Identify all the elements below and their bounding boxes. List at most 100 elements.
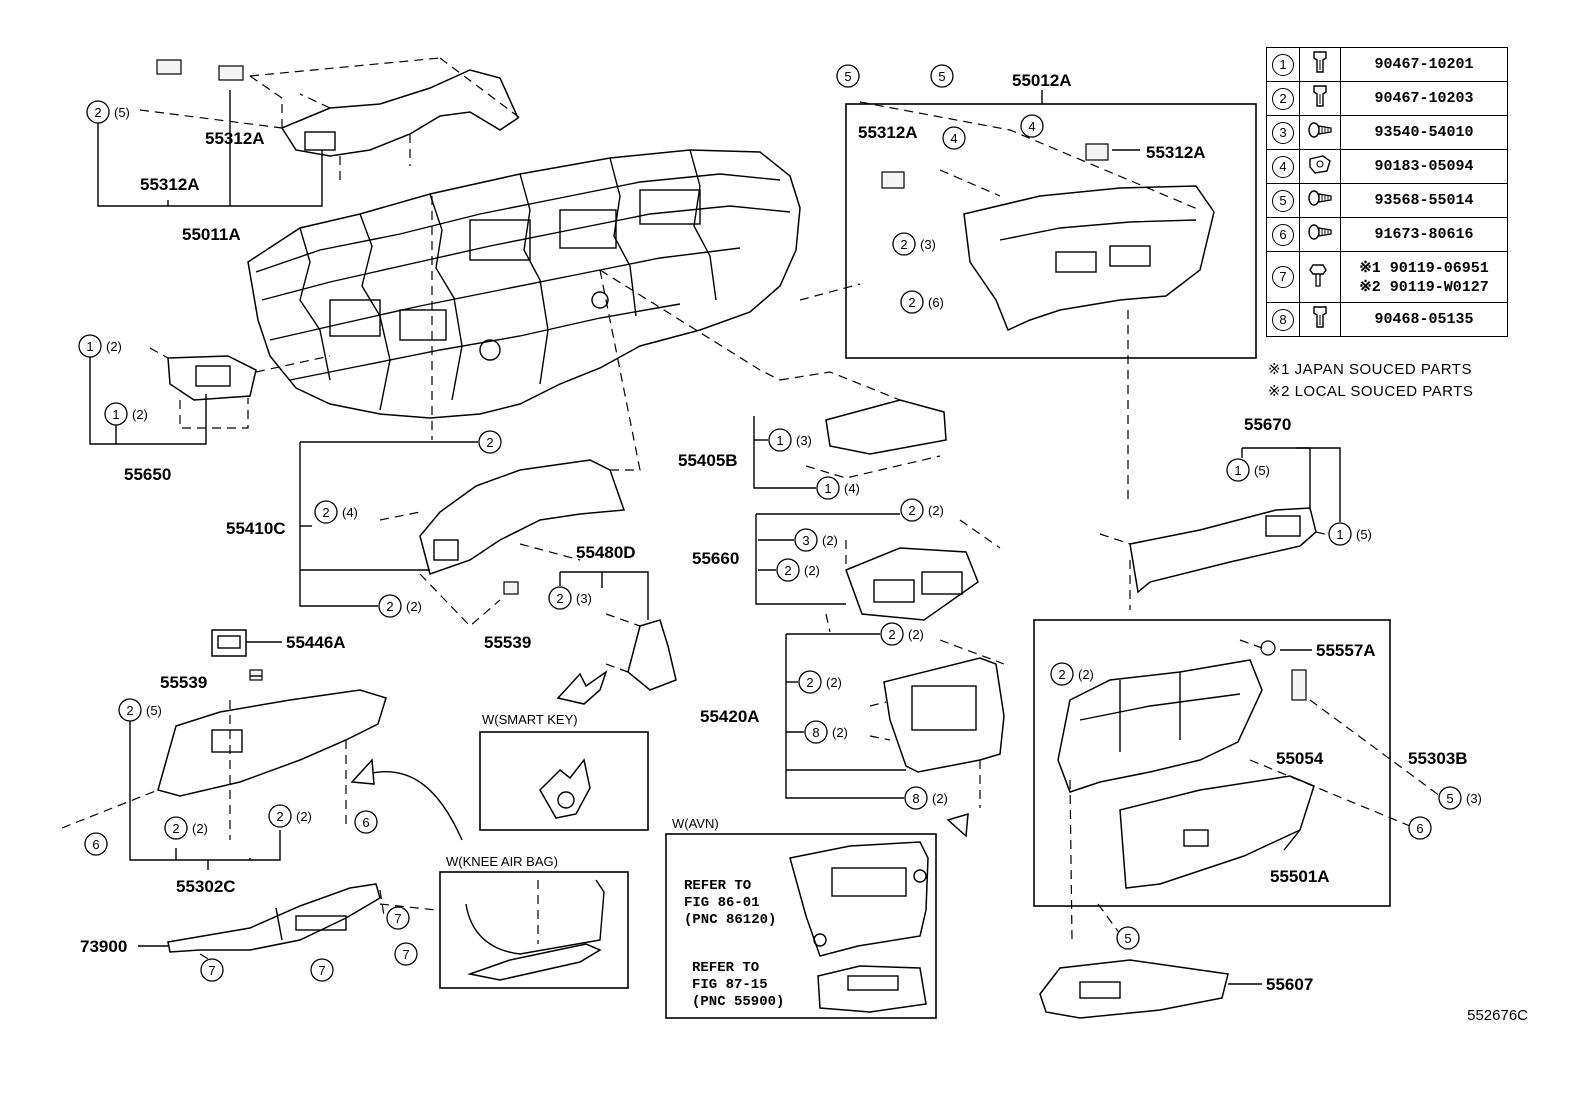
- callout: 8(2): [904, 786, 948, 810]
- svg-text:(2): (2): [106, 339, 122, 354]
- note-japan-sourced: ※1 JAPAN SOUCED PARTS: [1268, 361, 1472, 378]
- svg-text:7: 7: [394, 911, 401, 926]
- svg-text:7: 7: [402, 947, 409, 962]
- legend-part-number: 91673-80616: [1374, 226, 1474, 243]
- callout: 2(3): [892, 232, 936, 256]
- clip-55312A-right: [1085, 143, 1109, 161]
- callout: 5: [930, 64, 954, 88]
- note-local-sourced: ※2 LOCAL SOUCED PARTS: [1268, 383, 1474, 400]
- side-vent-55650: [167, 355, 257, 429]
- label-55557A: 55557A: [1316, 641, 1376, 660]
- bracket-55480D: [556, 613, 677, 705]
- reference-fig-86-01: REFER TO FIG 86-01 (PNC 86120): [684, 878, 777, 928]
- legend-number: 6: [1272, 223, 1294, 246]
- label-55539-b: 55539: [160, 673, 207, 692]
- svg-text:8: 8: [812, 725, 819, 740]
- svg-text:2: 2: [386, 599, 393, 614]
- callout: 6: [84, 832, 108, 856]
- svg-text:(2): (2): [192, 821, 208, 836]
- label-55660: 55660: [692, 549, 739, 568]
- label-55446A: 55446A: [286, 633, 346, 652]
- callout: 6: [1408, 816, 1432, 840]
- svg-text:(5): (5): [1254, 463, 1270, 478]
- center-panel-55420A: [883, 657, 1005, 838]
- svg-text:1: 1: [112, 407, 119, 422]
- svg-text:2: 2: [486, 435, 493, 450]
- label-55302C: 55302C: [176, 877, 236, 896]
- svg-text:(2): (2): [804, 563, 820, 578]
- glove-box-55303B: [1057, 640, 1307, 793]
- callout: 2(2): [776, 558, 820, 582]
- legend-number: 5: [1272, 189, 1294, 212]
- svg-text:(2): (2): [932, 791, 948, 806]
- label-55539-a: 55539: [484, 633, 531, 652]
- under-cover-55607: [1039, 959, 1229, 1019]
- callout: 5: [1116, 926, 1140, 950]
- callout: 4: [1020, 114, 1044, 138]
- stopper-55557A: [1260, 640, 1276, 656]
- label-55480D: 55480D: [576, 543, 636, 562]
- label-55312A-a: 55312A: [205, 129, 265, 148]
- svg-text:1: 1: [776, 433, 783, 448]
- label-55650: 55650: [124, 465, 171, 484]
- legend-number: 3: [1272, 121, 1294, 144]
- nut-icon: [1307, 155, 1333, 180]
- svg-text:5: 5: [1446, 791, 1453, 806]
- legend-row: 6 91673-80616: [1266, 217, 1508, 252]
- label-55303B: 55303B: [1408, 749, 1468, 768]
- legend-part-number: 90468-05135: [1374, 311, 1474, 328]
- callout: 7: [310, 958, 334, 982]
- clip-55539-lower: [249, 669, 263, 681]
- svg-text:1: 1: [1234, 463, 1241, 478]
- svg-text:6: 6: [1416, 821, 1423, 836]
- svg-text:(2): (2): [826, 675, 842, 690]
- knee-airbag-73900: [167, 883, 381, 953]
- legend-part-number: 90467-10203: [1374, 90, 1474, 107]
- legend-number: 8: [1272, 308, 1294, 331]
- svg-text:(2): (2): [1078, 667, 1094, 682]
- callout: 2(3): [548, 586, 592, 610]
- callout: 8(2): [804, 720, 848, 744]
- legend-part-number: 93568-55014: [1374, 192, 1474, 209]
- svg-text:(2): (2): [908, 627, 924, 642]
- clip-icon: [1309, 85, 1331, 113]
- svg-text:5: 5: [938, 69, 945, 84]
- illustration-code: 552676C: [1467, 1007, 1528, 1024]
- callout: 1(3): [768, 428, 812, 452]
- leader-lines: [89, 90, 1391, 985]
- legend-row: 7※1 90119-06951※2 90119-W0127: [1266, 251, 1508, 303]
- clip-icon: [1309, 51, 1331, 79]
- svg-text:(2): (2): [928, 503, 944, 518]
- screw-icon: [1307, 190, 1333, 213]
- variant-avn: W(AVN): [672, 816, 719, 831]
- reference-fig-87-15: REFER TO FIG 87-15 (PNC 55900): [692, 960, 785, 1010]
- callout: 2(2): [798, 670, 842, 694]
- damper-55054: [1291, 669, 1307, 701]
- svg-text:2: 2: [900, 237, 907, 252]
- callout: 1 (5): [1226, 458, 1270, 482]
- callout: 5: [836, 64, 860, 88]
- legend-part-number: 90467-10201: [1374, 56, 1474, 73]
- svg-text:5: 5: [844, 69, 851, 84]
- callout: 2(2): [880, 622, 924, 646]
- svg-text:2: 2: [908, 295, 915, 310]
- label-55312A-b: 55312A: [140, 175, 200, 194]
- callout: 6: [354, 810, 378, 834]
- svg-text:6: 6: [92, 837, 99, 852]
- center-cover-55405B: [779, 371, 947, 479]
- glove-upper-panel-55012A: [881, 143, 1215, 332]
- inset-smart-key: [479, 731, 649, 831]
- clip-icon: [1309, 306, 1331, 334]
- svg-text:(2): (2): [296, 809, 312, 824]
- inset-avn: [665, 833, 937, 1019]
- svg-text:7: 7: [208, 963, 215, 978]
- legend-part-number: 90183-05094: [1374, 158, 1474, 175]
- callout: 7: [200, 958, 224, 982]
- svg-text:1: 1: [1336, 527, 1343, 542]
- callout: 2(2): [164, 816, 208, 840]
- svg-text:5: 5: [1124, 931, 1131, 946]
- svg-text:2: 2: [276, 809, 283, 824]
- svg-text:(2): (2): [132, 407, 148, 422]
